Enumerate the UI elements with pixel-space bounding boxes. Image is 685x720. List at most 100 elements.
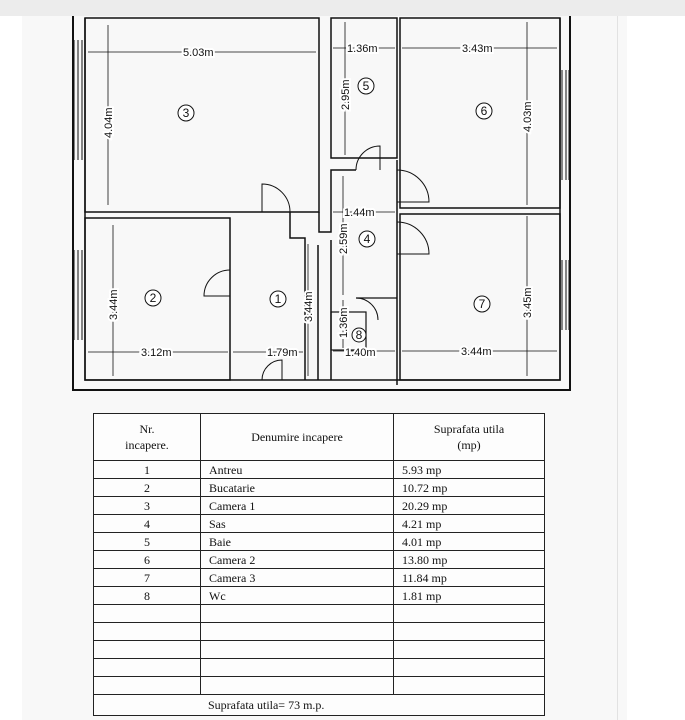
room-8-marker: 8 bbox=[351, 327, 367, 343]
room-3-width-label: 5.03m bbox=[183, 47, 214, 59]
empty-cell bbox=[393, 640, 545, 659]
room-3-height-label: 4.04m bbox=[103, 107, 115, 138]
empty-cell bbox=[393, 676, 545, 695]
empty-table-row bbox=[93, 658, 545, 677]
outer-wall bbox=[72, 16, 571, 391]
room-7-marker: 7 bbox=[473, 295, 491, 313]
room-8-number: 8 bbox=[356, 328, 363, 342]
room-area-cell: 10.72 mp bbox=[393, 478, 545, 497]
room-area-cell: 4.01 mp bbox=[393, 532, 545, 551]
total-area-label: Suprafata utila= bbox=[208, 698, 286, 712]
room-1-number: 1 bbox=[275, 292, 282, 306]
empty-cell bbox=[393, 658, 545, 677]
room-2-number: 2 bbox=[150, 291, 157, 305]
room-6-width-label: 3.43m bbox=[462, 43, 493, 55]
room-3-outline bbox=[84, 17, 320, 213]
total-area-value: 73 bbox=[288, 698, 301, 712]
room-3-marker: 3 bbox=[177, 104, 195, 122]
room-name-cell: Sas bbox=[200, 514, 394, 533]
room-number-cell: 2 bbox=[93, 478, 201, 497]
room-8-width-label: 1.40m bbox=[345, 347, 376, 359]
empty-cell bbox=[200, 640, 394, 659]
door-swings bbox=[203, 145, 430, 381]
room-area-cell: 5.93 mp bbox=[393, 460, 545, 479]
empty-table-row bbox=[93, 676, 545, 695]
header-room-number-text: Nr. incapere. bbox=[125, 422, 169, 452]
room-7-width-label: 3.44m bbox=[461, 346, 492, 358]
room-5-outline bbox=[330, 17, 398, 159]
header-room-name-text: Denumire incapere bbox=[251, 430, 343, 444]
room-6-number: 6 bbox=[481, 104, 488, 118]
empty-cell bbox=[93, 676, 201, 695]
table-header-row: Nr. incapere. Denumire incapere Suprafat… bbox=[93, 413, 545, 461]
empty-cell bbox=[93, 622, 201, 641]
empty-table-row bbox=[93, 604, 545, 623]
room-5-number: 5 bbox=[363, 79, 370, 93]
room-area-cell: 20.29 mp bbox=[393, 496, 545, 515]
room-name-cell: Camera 1 bbox=[200, 496, 394, 515]
dimension-lines bbox=[88, 22, 557, 376]
room-area-cell: 11.84 mp bbox=[393, 568, 545, 587]
room-5-height-label: 2.95m bbox=[340, 79, 352, 110]
room-7-outline bbox=[399, 213, 561, 381]
room-name-cell: Camera 2 bbox=[200, 550, 394, 569]
room-number-cell: 6 bbox=[93, 550, 201, 569]
total-area-cell: Suprafata utila= 73 m.p. bbox=[93, 694, 545, 716]
empty-table-row bbox=[93, 622, 545, 641]
total-area-unit: m.p. bbox=[303, 698, 325, 712]
room-name-cell: Camera 3 bbox=[200, 568, 394, 587]
room-name-cell: Bucatarie bbox=[200, 478, 394, 497]
viewer-top-bar bbox=[0, 0, 685, 16]
room-4-marker: 4 bbox=[358, 230, 376, 248]
room-2-outline bbox=[84, 217, 231, 381]
floor-plan: 5.03m 4.04m 1.36m 2.95m 3.43m 4.03m 1.44… bbox=[72, 16, 571, 391]
room-8-outline bbox=[330, 311, 367, 351]
empty-cell bbox=[93, 604, 201, 623]
room-2-marker: 2 bbox=[144, 289, 162, 307]
room-name-cell: Baie bbox=[200, 532, 394, 551]
room-areas-table: Nr. incapere. Denumire incapere Suprafat… bbox=[93, 413, 545, 716]
room-5-marker: 5 bbox=[357, 77, 375, 95]
room-7-number: 7 bbox=[479, 297, 486, 311]
room-number-cell: 4 bbox=[93, 514, 201, 533]
room-number-cell: 7 bbox=[93, 568, 201, 587]
window-marks bbox=[73, 40, 570, 340]
room-6-height-label: 4.03m bbox=[522, 101, 534, 132]
room-4-height-label: 2.59m bbox=[338, 223, 350, 254]
room-number-cell: 8 bbox=[93, 586, 201, 605]
room-markers: 1 2 3 4 5 6 7 8 bbox=[144, 77, 493, 343]
room-name-cell: Wc bbox=[200, 586, 394, 605]
room-6-outline bbox=[399, 17, 561, 209]
empty-cell bbox=[393, 604, 545, 623]
empty-cell bbox=[200, 676, 394, 695]
empty-cell bbox=[393, 622, 545, 641]
room-2-width-label: 3.12m bbox=[141, 347, 172, 359]
empty-cell bbox=[200, 658, 394, 677]
empty-cell bbox=[200, 604, 394, 623]
empty-table-row bbox=[93, 640, 545, 659]
header-room-area: Suprafata utila (mp) bbox=[393, 413, 545, 461]
room-7-height-label: 3.45m bbox=[522, 287, 534, 318]
sheet-edge bbox=[617, 16, 618, 720]
header-room-name: Denumire incapere bbox=[200, 413, 394, 461]
room-4-width-label: 1.44m bbox=[344, 207, 375, 219]
header-room-area-text: Suprafata utila (mp) bbox=[433, 422, 505, 452]
room-2-height-label: 3.44m bbox=[108, 289, 120, 320]
empty-cell bbox=[93, 658, 201, 677]
room-number-cell: 1 bbox=[93, 460, 201, 479]
room-area-cell: 4.21 mp bbox=[393, 514, 545, 533]
room-5-width-label: 1.36m bbox=[347, 43, 378, 55]
total-row: Suprafata utila= 73 m.p. bbox=[93, 694, 545, 716]
empty-cell bbox=[93, 640, 201, 659]
room-1-height-label: 3.44m bbox=[303, 291, 315, 322]
empty-cell bbox=[200, 622, 394, 641]
